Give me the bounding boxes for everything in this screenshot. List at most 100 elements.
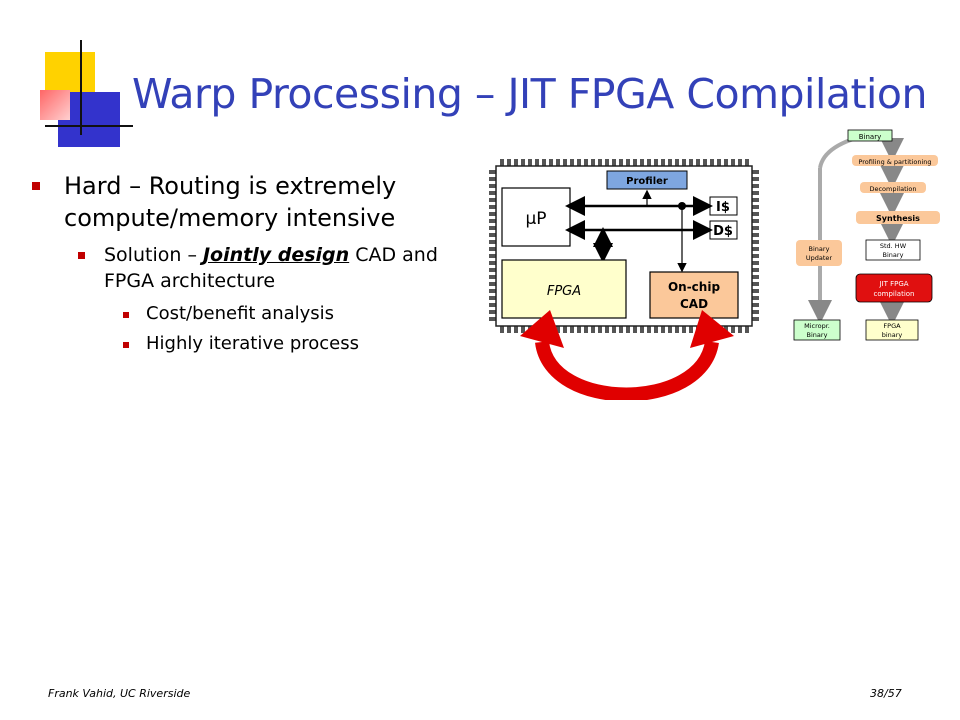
chip-pin: [612, 326, 616, 333]
chip-pin: [514, 326, 518, 333]
chip-pin: [752, 233, 759, 237]
chip-pin: [521, 326, 525, 333]
flow-profiling-box: [852, 155, 938, 166]
chip-pin: [689, 159, 693, 166]
flow-std-hw-box: [865, 239, 921, 261]
chip-pin: [489, 177, 496, 181]
chip-pin: [752, 226, 759, 230]
chip-pin: [752, 184, 759, 188]
flow-fpga-binary-label-2: binary: [882, 331, 903, 339]
flow-micropr-binary-box: [793, 319, 841, 341]
chip-pin: [507, 159, 511, 166]
chip-pin: [654, 159, 658, 166]
chip-pin: [584, 326, 588, 333]
flow-jit-label-1: JIT FPGA: [878, 280, 908, 288]
fpga-label: FPGA: [547, 284, 581, 299]
bullet-text-prefix: Solution –: [104, 244, 203, 266]
chip-pin: [682, 326, 686, 333]
chip-pin: [752, 212, 759, 216]
chip-pin: [752, 170, 759, 174]
chip-pin: [489, 170, 496, 174]
flow-fpga-binary-label-1: FPGA: [883, 322, 901, 330]
fpga-block: [501, 259, 627, 319]
chip-pin: [489, 289, 496, 293]
chip-pin: [489, 261, 496, 265]
chip-pin: [731, 159, 735, 166]
chip-pin: [489, 226, 496, 230]
chip-pin: [500, 326, 504, 333]
chip-pin: [752, 296, 759, 300]
icache-label: I$: [716, 200, 730, 215]
chip-pin: [549, 159, 553, 166]
chip-pin: [640, 159, 644, 166]
bullet-level1: Hard – Routing is extremely compute/memo…: [28, 170, 468, 234]
chip-pin: [605, 159, 609, 166]
chip-pin: [752, 240, 759, 244]
chip-pin: [703, 159, 707, 166]
flow-synthesis-label: Synthesis: [876, 214, 920, 223]
chip-pin: [752, 247, 759, 251]
chip-pin: [752, 268, 759, 272]
chip-pin: [745, 159, 749, 166]
chip-pin: [619, 326, 623, 333]
chip-pin: [542, 159, 546, 166]
chip-pin: [689, 326, 693, 333]
footer-author: Frank Vahid, UC Riverside: [48, 687, 191, 700]
chip-pin: [528, 159, 532, 166]
chip-pin: [584, 159, 588, 166]
chip-pin: [696, 159, 700, 166]
warp-flow-diagram: Binary Profiling & partitioning Decompil…: [793, 129, 940, 341]
logo-vertical-line: [80, 40, 82, 135]
chip-pin: [752, 261, 759, 265]
chip-pin: [489, 303, 496, 307]
chip-pin: [619, 159, 623, 166]
bullet-level2: Solution – Jointly design CAD and FPGA a…: [28, 242, 468, 294]
chip-pin: [710, 159, 714, 166]
bullet-text: Highly iterative process: [146, 333, 359, 354]
flow-micropr-label-2: Binary: [807, 331, 828, 339]
chip-pin: [489, 268, 496, 272]
chip-pin: [577, 326, 581, 333]
flow-jit-box: [855, 273, 933, 303]
flow-jit-label-2: compilation: [874, 290, 915, 298]
profiler-block: [606, 170, 688, 190]
flow-binary-box: [847, 129, 893, 142]
flow-binary-updater-label-2: Updater: [806, 254, 833, 262]
chip-pin: [514, 159, 518, 166]
profiler-label: Profiler: [626, 176, 668, 187]
chip-pin: [489, 247, 496, 251]
chip-pin: [489, 219, 496, 223]
flow-fpga-binary-box: [865, 319, 919, 341]
bullet-text-suffix: CAD and FPGA architecture: [104, 244, 438, 292]
chip-pin: [591, 159, 595, 166]
chip-pin: [633, 159, 637, 166]
bullet-emphasis: Jointly design: [202, 244, 350, 266]
chip-pin: [489, 198, 496, 202]
microprocessor-block: [501, 187, 571, 247]
chip-pin: [738, 159, 742, 166]
chip-pin: [675, 159, 679, 166]
chip-pin: [563, 326, 567, 333]
chip-pin: [489, 233, 496, 237]
chip-pin: [752, 282, 759, 286]
chip-pin: [731, 326, 735, 333]
flow-std-hw-label-2: Binary: [883, 251, 904, 259]
bullet-marker: [123, 312, 129, 318]
flow-binary-label: Binary: [859, 133, 882, 141]
chip-pin: [752, 191, 759, 195]
chip-pin: [489, 282, 496, 286]
onchip-cad-label-1: On-chip: [668, 280, 720, 294]
chip-pin: [724, 159, 728, 166]
chip-pin: [752, 303, 759, 307]
bullet-marker: [78, 252, 85, 259]
flow-binary-updater-label-1: Binary: [809, 245, 830, 253]
bullet-level3: Cost/benefit analysis: [28, 302, 468, 326]
chip-pin: [717, 159, 721, 166]
chip-pin: [521, 159, 525, 166]
logo-horizontal-line: [45, 125, 133, 127]
chip-pin: [507, 326, 511, 333]
chip-pin: [661, 159, 665, 166]
chip-pin: [668, 326, 672, 333]
chip-pin: [556, 326, 560, 333]
flow-profiling-label: Profiling & partitioning: [858, 158, 931, 166]
